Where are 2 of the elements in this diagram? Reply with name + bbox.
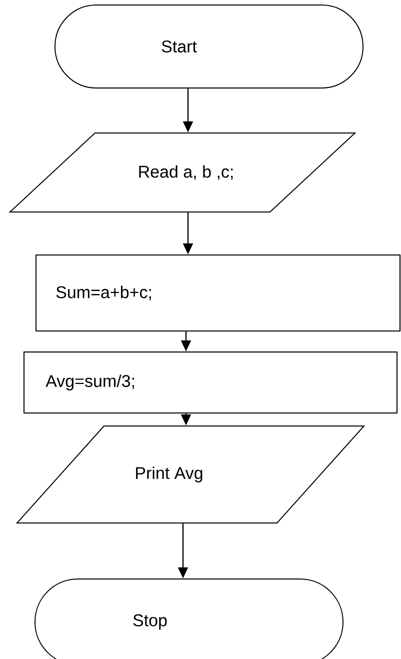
process-box: Avg=sum/3;: [24, 352, 398, 414]
process-box: Sum=a+b+c;: [36, 254, 400, 332]
